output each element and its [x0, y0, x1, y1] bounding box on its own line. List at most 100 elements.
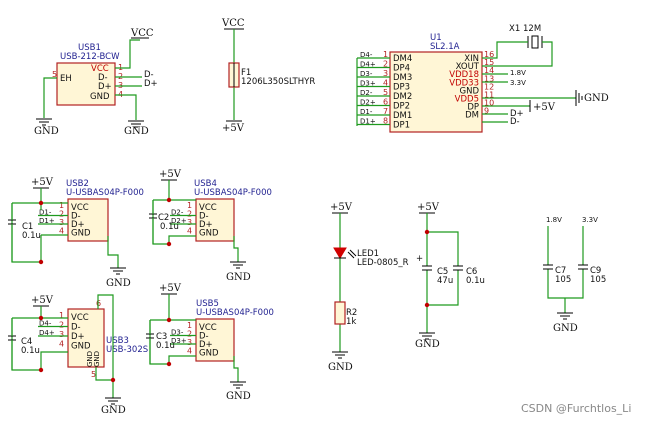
usb2-pin-num: 1 — [59, 201, 64, 210]
u1-ref: U1 — [430, 33, 442, 43]
u1-left-pin-num: 1 — [383, 50, 388, 59]
gnd-symbol — [332, 351, 348, 359]
usb5-pin-num: 2 — [187, 330, 192, 339]
usb3-data-net: D4+ — [39, 329, 55, 337]
gnd-label: GND — [553, 323, 578, 334]
usb2-pin-num: 3 — [59, 218, 64, 227]
usb5-p5v-label: +5V — [159, 283, 182, 294]
gnd-label: GND — [101, 405, 126, 416]
u1-p5v-label: +5V — [533, 102, 556, 113]
u1-left-pin-label: DP2 — [393, 102, 410, 112]
usb1-pin-eh: EH — [60, 74, 72, 84]
r2-val: 1k — [346, 317, 356, 327]
x1-ref: X1 — [509, 24, 520, 34]
usb5-pin-num: 3 — [187, 338, 192, 347]
u1-right-pin-label: GND — [460, 86, 480, 96]
u1-left-pin-label: DM2 — [393, 92, 412, 102]
c7-capacitor — [543, 264, 553, 270]
usb3-pin-num: 3 — [59, 330, 64, 339]
x1-part: 12M — [523, 24, 541, 34]
usb3-ref: USB3 — [106, 336, 129, 346]
usb5-pin-num: 4 — [187, 347, 192, 356]
c2-val: 0.1u — [160, 222, 179, 232]
c5-capacitor — [422, 265, 432, 271]
f1-part: 1206L350SLTHYR — [241, 77, 315, 87]
u1-left-pin-num: 8 — [383, 117, 388, 126]
gnd-label: GND — [34, 126, 59, 137]
f1-p5v-label: +5V — [222, 123, 245, 134]
u1-left-pin-net: D4- — [360, 51, 373, 59]
usb2-data-net: D1+ — [39, 217, 55, 225]
c4-val: 0.1u — [21, 346, 40, 356]
gnd-label: GND — [106, 278, 131, 289]
usb1-vcc-label: VCC — [130, 28, 154, 39]
u1-right-pin-num: 10 — [484, 99, 494, 108]
usb2-ref: USB2 — [66, 179, 89, 189]
usb4-part: U-USBAS04P-F000 — [194, 188, 272, 198]
usb1-vcc-wire — [115, 39, 140, 69]
junction-dot — [424, 229, 430, 235]
u1-right-pin-num: 12 — [484, 82, 494, 91]
c9-val: 105 — [590, 275, 606, 285]
usb3-pin-label: GND — [71, 342, 91, 352]
u1-left-pin-num: 6 — [383, 98, 388, 107]
usb3-part: USB-302S — [106, 345, 148, 355]
usb3-pin-num: 1 — [59, 311, 64, 320]
gnd-symbol — [575, 90, 583, 106]
u1-dp-net: D+ — [510, 109, 524, 119]
usb1-eh-wire — [43, 77, 57, 118]
c4-ref: C4 — [21, 337, 32, 347]
c5-val: 47u — [437, 276, 453, 286]
gnd-symbol — [419, 332, 435, 340]
gnd-label: GND — [328, 362, 353, 373]
c3-ref: C3 — [156, 332, 167, 342]
junction-dot — [166, 197, 172, 203]
c2-ref: C2 — [158, 213, 169, 223]
usb5-data-net: D3- — [171, 329, 184, 337]
c5-plus: + — [416, 254, 423, 264]
usb4-p5v-label: +5V — [159, 169, 182, 180]
usb2-pin-num: 2 — [59, 210, 64, 219]
usb1-num-5: 5 — [52, 70, 57, 79]
junction-dot — [424, 302, 430, 308]
u1-left-pin-label: DM1 — [393, 111, 412, 121]
gnd-symbol — [105, 397, 121, 405]
usb4-pin-num: 3 — [187, 218, 192, 227]
u1-left-pin-net: D3- — [360, 70, 373, 78]
gnd-label: GND — [415, 339, 440, 350]
gnd-label: GND — [226, 272, 251, 283]
junction-dot — [110, 377, 116, 383]
c7-ref: C7 — [555, 266, 566, 276]
usb3-pin-label: D+ — [71, 332, 85, 342]
led1-ref: LED1 — [357, 249, 379, 259]
usb3-pin-label: D- — [71, 323, 81, 333]
u1-right-pin-label: VDD33 — [449, 78, 479, 88]
c5c6-wire — [426, 213, 459, 333]
f1-ref: F1 — [241, 68, 251, 78]
r2-resistor — [334, 301, 346, 325]
c3-val: 0.1u — [156, 341, 175, 351]
usb3-pin-gnd2: GND — [86, 351, 94, 367]
x1-wire — [482, 41, 553, 67]
usb5-body — [195, 318, 235, 362]
u1-body — [389, 51, 483, 133]
usb5-pin-label: D- — [199, 332, 209, 342]
u1-left-pin-net: D2- — [360, 89, 373, 97]
usb4-pin-num: 1 — [187, 201, 192, 210]
usb5-pin-label: GND — [199, 349, 219, 359]
u1-right-pin-label: XIN — [464, 54, 479, 64]
usb4-pin-label: VCC — [199, 203, 217, 213]
f1-vcc-label: VCC — [221, 18, 245, 29]
u1-left-pin-net: D2+ — [360, 99, 376, 107]
watermark: CSDN @Furchtlos_Li — [521, 402, 631, 415]
usb2-data-net: D1- — [39, 209, 52, 217]
usb2-p5v-label: +5V — [31, 177, 54, 188]
u1-right-pin-num: 16 — [484, 50, 494, 59]
usb5-pin-num: 1 — [187, 321, 192, 330]
usb2-pin-num: 4 — [59, 227, 64, 236]
usb1-dp-net: D+ — [144, 79, 158, 89]
usb1-pin-dp: D+ — [98, 82, 112, 92]
